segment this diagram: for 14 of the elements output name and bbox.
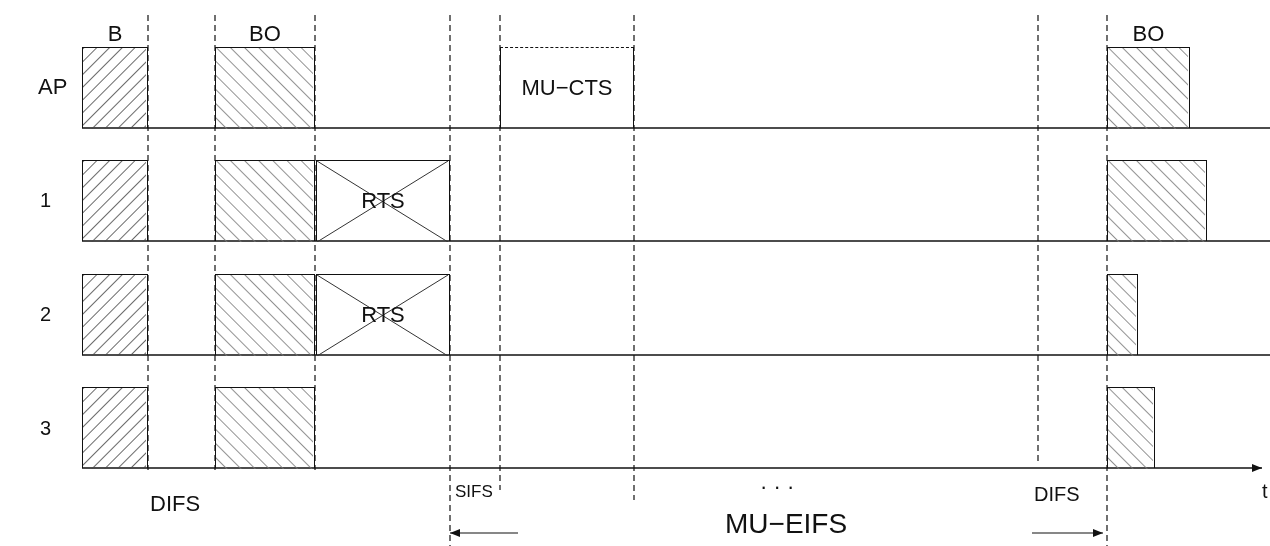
station-label: AP: [38, 76, 68, 98]
slot-heading: BO: [1131, 23, 1166, 45]
interval-label: DIFS: [1034, 484, 1080, 504]
slot-heading: BO: [248, 23, 282, 45]
frame-label: MU−CTS: [520, 76, 614, 99]
slot-heading: B: [106, 23, 124, 45]
ellipsis: · · ·: [760, 476, 795, 498]
interval-label: DIFS: [150, 493, 201, 515]
axis-label: t: [1262, 481, 1268, 501]
station-label: 3: [40, 418, 52, 438]
interval-label: MU−EIFS: [725, 510, 848, 538]
interval-label: SIFS: [455, 483, 493, 500]
station-label: 2: [40, 304, 52, 324]
station-label: 1: [40, 190, 52, 210]
